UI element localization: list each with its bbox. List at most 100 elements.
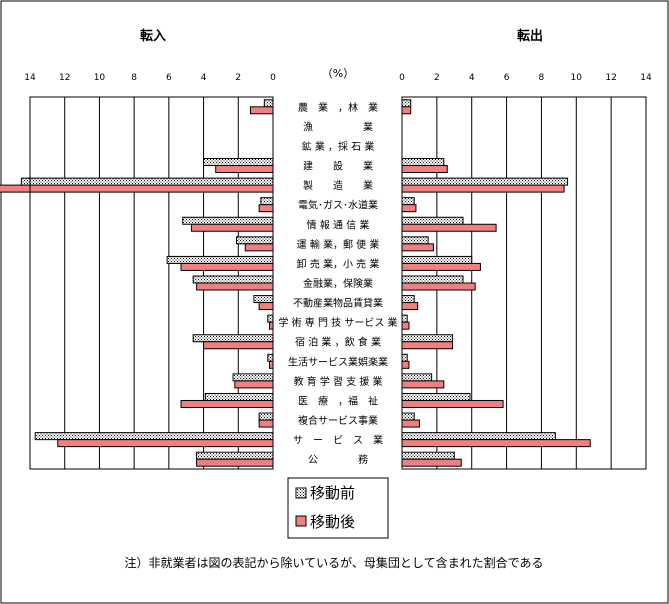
bar-in-before (203, 158, 274, 167)
tick-label: 12 (59, 73, 70, 83)
tick-label: 8 (539, 73, 545, 83)
legend-swatch-before (295, 487, 307, 499)
bar-out-after (401, 243, 434, 252)
bar-in-after (258, 419, 274, 428)
bar-in-before (196, 451, 274, 460)
bar-out-after (401, 380, 445, 389)
bar-in-before (236, 236, 274, 245)
bar-out-after (401, 184, 565, 193)
tick-label: 10 (94, 73, 106, 83)
category-label: 情 報 通 信 業 (307, 218, 370, 231)
bar-in-before (20, 177, 274, 186)
bar-out-before (401, 99, 412, 108)
legend-label-after: 移動後 (310, 513, 355, 531)
bar-in-before (253, 295, 274, 304)
bar-in-after (269, 321, 274, 330)
bar-in-before (232, 373, 274, 382)
bar-out-before (401, 412, 415, 421)
right-plot-border (401, 96, 647, 470)
category-label: 複合サービス事業 (298, 414, 378, 427)
bar-out-before (401, 373, 433, 382)
bar-in-before (267, 314, 274, 323)
tick-label: 6 (504, 73, 510, 83)
panel-title-out: 転出 (517, 28, 543, 44)
tick-label: 2 (235, 73, 241, 83)
bar-in-after (57, 439, 274, 448)
bar-out-before (401, 177, 569, 186)
bar-in-before (263, 99, 274, 108)
tick-label: 2 (434, 73, 440, 83)
bar-out-after (401, 341, 454, 350)
category-label: 電気･ガス･水道業 (298, 199, 378, 212)
category-label: 卸 売 業，小 売 業 (297, 257, 380, 270)
bar-out-before (401, 197, 415, 206)
bar-out-after (401, 321, 410, 330)
category-label: 金融業，保険業 (303, 277, 373, 290)
category-label: 公 務 (308, 453, 368, 466)
bar-in-before (192, 334, 274, 343)
bar-in-after (249, 106, 274, 115)
bar-in-after (258, 204, 274, 213)
category-label: 建 設 業 (303, 160, 373, 173)
footnote: 注）非就業者は図の表記から除いているが、母集団として含まれた割合である (125, 555, 544, 570)
legend-label-before: 移動前 (310, 484, 355, 502)
bar-out-before (401, 353, 408, 362)
bar-out-after (401, 360, 410, 369)
category-label: 学 術 専 門 技 サービス 業 (278, 316, 397, 329)
bar-in-before (166, 255, 274, 264)
bar-in-after (244, 243, 274, 252)
bar-out-before (401, 255, 473, 264)
bar-out-after (401, 204, 417, 213)
tick-label: 14 (640, 73, 652, 83)
bar-in-after (196, 282, 274, 291)
bar-in-after (215, 165, 274, 174)
bar-out-after (401, 458, 462, 467)
bar-in-after (0, 184, 274, 193)
bar-out-after (401, 302, 419, 311)
bar-out-after (401, 282, 476, 291)
unit-label: （%） (322, 67, 354, 80)
category-label: 鉱 業 ，採 石 業 (302, 140, 375, 153)
bar-out-after (401, 223, 497, 232)
bar-in-after (269, 360, 274, 369)
bar-in-before (34, 432, 274, 441)
bar-out-after (401, 419, 420, 428)
tick-label: 10 (571, 73, 583, 83)
bar-out-before (401, 236, 429, 245)
tick-label: 0 (399, 73, 405, 83)
tick-label: 8 (131, 73, 137, 83)
category-label: 医 療 ，福 祉 (298, 394, 378, 407)
right-tick-labels: 0 2 4 6 8 10 12 14 (399, 73, 652, 83)
category-label: サ ー ビ ス 業 (293, 434, 383, 447)
bar-in-after (180, 399, 274, 408)
tick-label: 12 (605, 73, 616, 83)
category-label: 不動産業物品賃貸業 (293, 297, 383, 310)
bar-out-before (401, 314, 408, 323)
panel-title-in: 転入 (140, 28, 166, 44)
category-label: 運 輸 業，郵 便 業 (297, 238, 380, 251)
bar-out-before (401, 392, 471, 401)
bar-in-before (267, 353, 274, 362)
bar-in-after (196, 458, 274, 467)
bar-out-after (401, 106, 412, 115)
category-label: 農 業 ，林 業 (298, 101, 378, 114)
left-plot-border (29, 96, 274, 470)
bar-in-before (182, 216, 274, 225)
bar-in-after (234, 380, 274, 389)
tick-label: 0 (270, 73, 276, 83)
bar-out-before (401, 216, 464, 225)
bar-in-before (258, 412, 274, 421)
bar-out-before (401, 158, 445, 167)
bar-out-after (401, 262, 481, 271)
category-labels: 農 業 ，林 業漁 業鉱 業 ，採 石 業建 設 業製 造 業電気･ガス･水道業… (278, 101, 397, 466)
bar-out-before (401, 432, 556, 441)
bar-in-before (192, 275, 274, 284)
category-label: 宿 泊 業 ，飲 食 業 (295, 336, 381, 349)
bar-out-after (401, 165, 448, 174)
bar-in-after (258, 302, 274, 311)
tick-label: 4 (469, 73, 475, 83)
bar-in-before (260, 197, 274, 206)
category-label: 生活サービス業娯楽業 (288, 355, 388, 368)
